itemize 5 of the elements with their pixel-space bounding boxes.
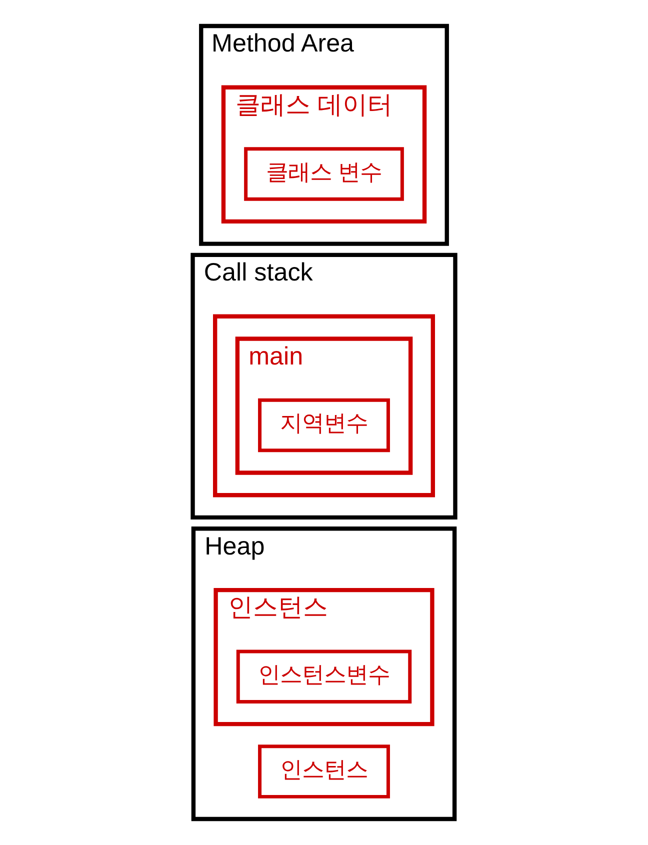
node-box: 인스턴스	[258, 744, 390, 798]
node-box: 클래스 변수	[244, 147, 404, 201]
node-box: 인스턴스변수	[236, 650, 412, 704]
node-box: 지역변수	[258, 398, 390, 452]
cluster	[213, 314, 435, 498]
